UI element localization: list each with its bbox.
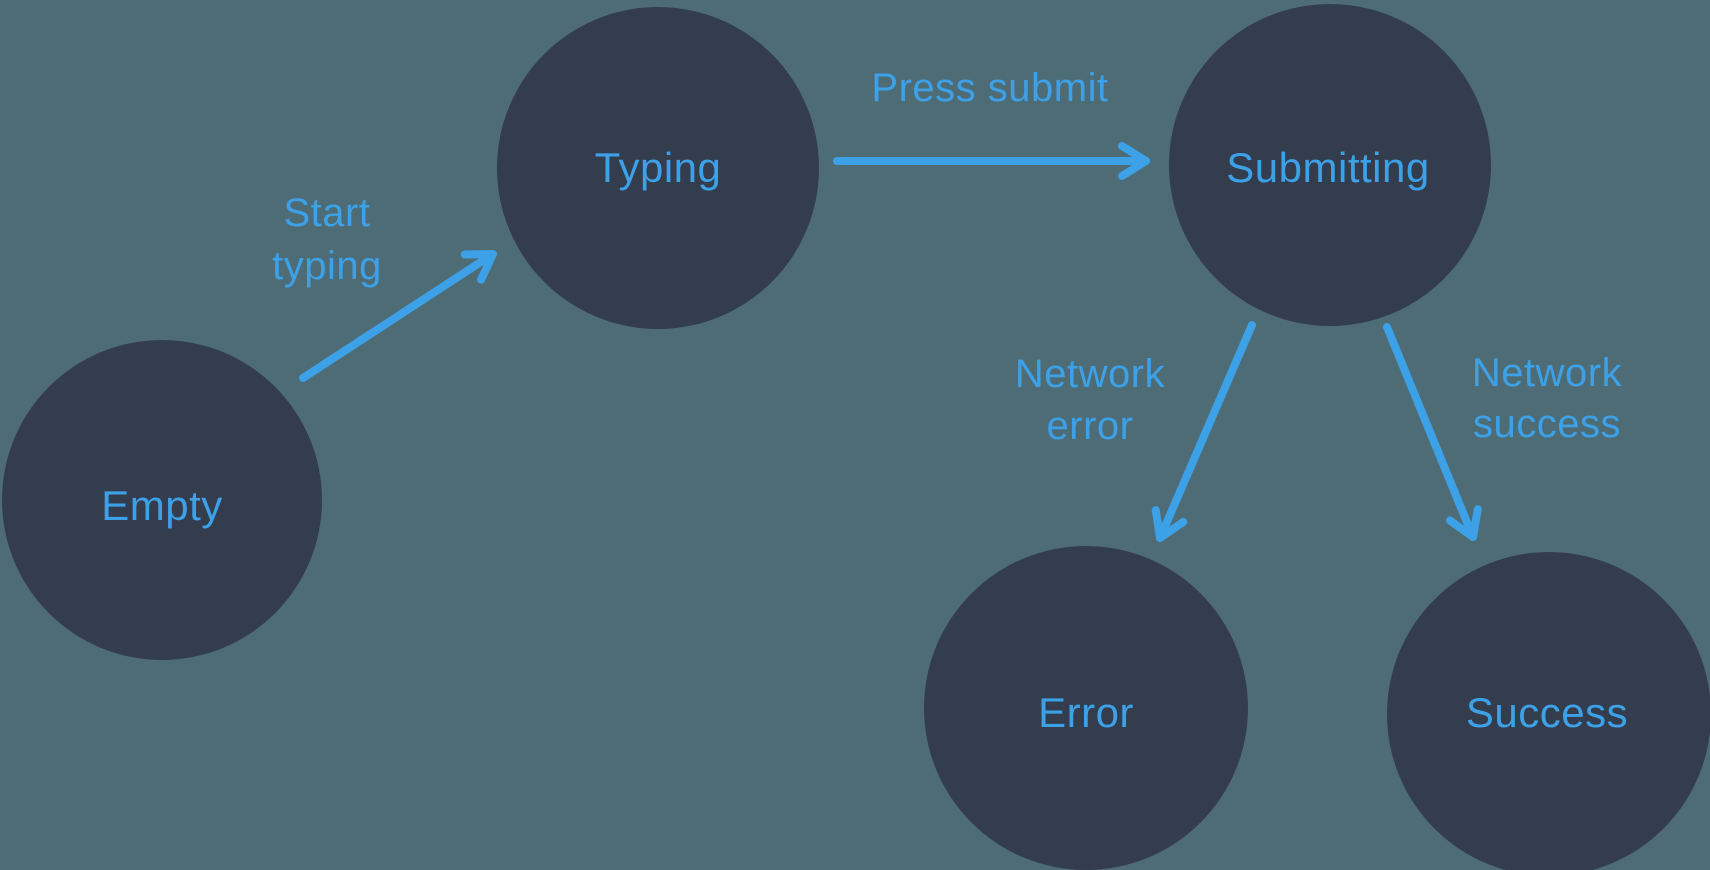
state-label-error: Error: [1038, 689, 1134, 736]
transition-label-network-error-line2: error: [1047, 404, 1134, 448]
arrow-submitting-to-error: [1151, 321, 1256, 542]
arrow-empty-to-typing: [299, 250, 497, 382]
state-label-typing: Typing: [595, 144, 722, 191]
transition-label-start-typing-line2: typing: [272, 244, 382, 288]
state-circle-success: [1387, 552, 1710, 870]
transition-label-network-error: Network error: [1015, 352, 1166, 448]
transition-label-start-typing-line1: Start: [284, 191, 371, 235]
transition-label-start-typing: Start typing: [272, 191, 382, 288]
state-error: Error: [924, 546, 1248, 870]
state-circle-empty: [2, 340, 322, 660]
transition-label-press-submit: Press submit: [871, 66, 1108, 110]
state-submitting: Submitting: [1169, 4, 1491, 326]
state-label-success: Success: [1466, 689, 1628, 736]
state-circle-typing: [497, 7, 819, 329]
arrow-submitting-to-success: [1383, 323, 1482, 541]
state-success: Success: [1387, 552, 1710, 870]
transition-label-network-success-line1: Network: [1472, 351, 1623, 395]
transition-label-network-error-line1: Network: [1015, 352, 1166, 396]
transition-label-network-success-line2: success: [1473, 402, 1621, 446]
state-empty: Empty: [2, 340, 322, 660]
state-circle-submitting: [1169, 4, 1491, 326]
state-circle-error: [924, 546, 1248, 870]
state-label-submitting: Submitting: [1226, 144, 1429, 191]
transition-label-network-success: Network success: [1472, 351, 1623, 446]
state-label-empty: Empty: [101, 482, 223, 529]
state-typing: Typing: [497, 7, 819, 329]
